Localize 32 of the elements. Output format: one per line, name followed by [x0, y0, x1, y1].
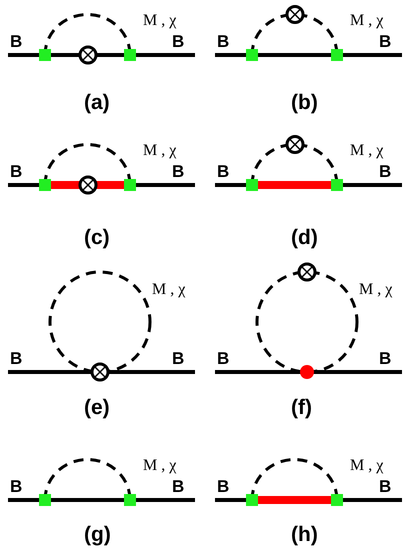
field-label: M , χ [350, 12, 384, 28]
panel-label: (b) [291, 92, 318, 113]
particle-label: B [172, 350, 184, 367]
particle-label: B [172, 163, 184, 180]
particle-label: B [172, 478, 184, 495]
particle-label: B [379, 163, 392, 180]
particle-label: B [217, 350, 230, 367]
particle-label: B [217, 478, 230, 495]
field-label: M , χ [359, 282, 392, 298]
field-label: M , χ [152, 282, 186, 298]
field-label: M , χ [143, 458, 176, 474]
particle-label: B [10, 163, 22, 180]
panel-label: (f) [291, 397, 312, 418]
field-label: M , χ [143, 142, 176, 158]
panel-label: (e) [84, 397, 110, 418]
particle-label: B [172, 33, 184, 50]
particle-label: B [379, 350, 392, 367]
field-label: M , χ [350, 142, 384, 158]
panel-label: (a) [84, 92, 110, 113]
particle-label: B [10, 478, 22, 495]
particle-label: B [379, 33, 392, 50]
particle-label: B [217, 33, 230, 50]
panel-label: (c) [84, 227, 110, 248]
panel-label: (g) [84, 524, 111, 545]
particle-label: B [10, 350, 22, 367]
particle-label: B [379, 478, 392, 495]
panel-label: (d) [291, 227, 318, 248]
field-label: M , χ [350, 458, 384, 474]
field-label: M , χ [143, 12, 176, 28]
particle-label: B [217, 163, 230, 180]
particle-label: B [10, 33, 22, 50]
panel-label: (h) [291, 524, 318, 545]
